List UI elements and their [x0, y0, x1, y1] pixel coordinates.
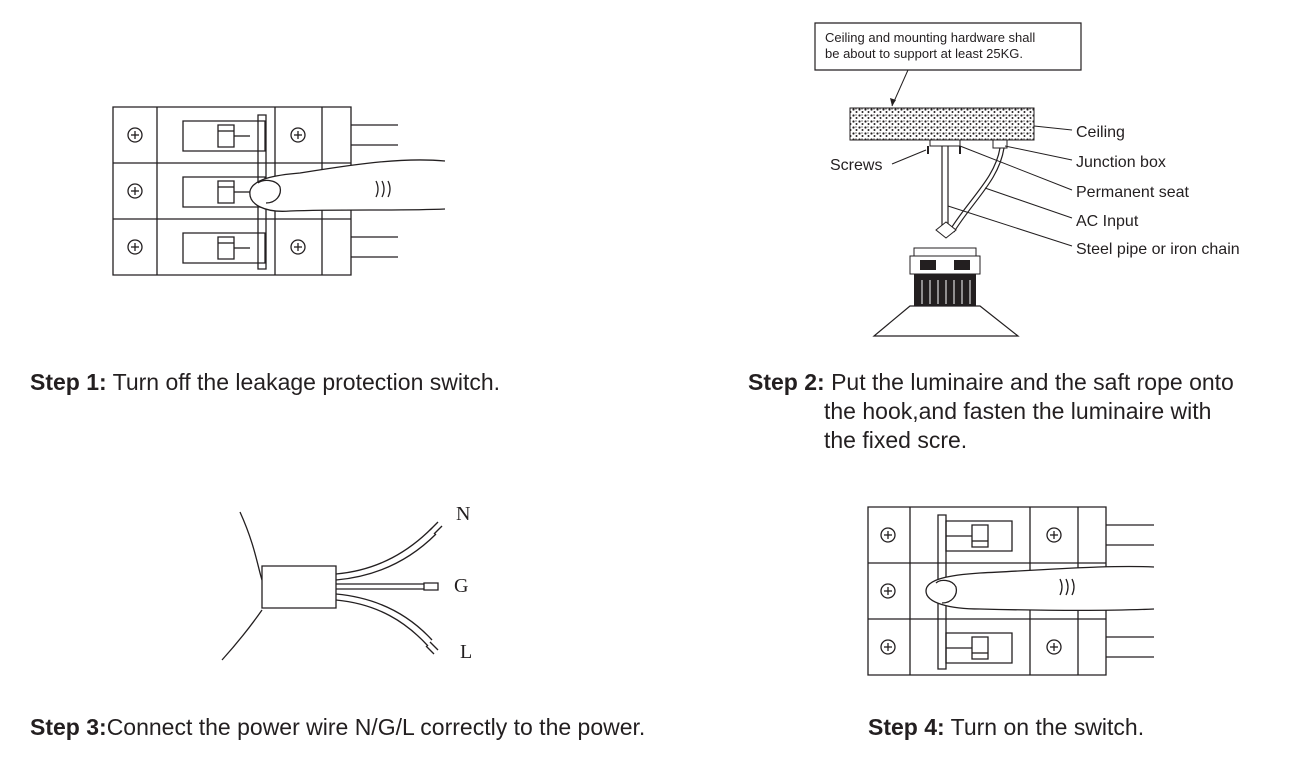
step3-wiring-figure: N G L — [210, 503, 472, 663]
step4-caption: Step 4: Turn on the switch. — [868, 713, 1144, 742]
callout-permanent-seat: Permanent seat — [1076, 184, 1190, 201]
wire-label-g: G — [454, 575, 468, 597]
step2-text-line3: the fixed scre. — [824, 427, 968, 453]
ceiling-slab — [850, 108, 1034, 140]
step3-label: Step 3: — [30, 714, 107, 740]
callout-steel-pipe: Steel pipe or iron chain — [1076, 241, 1240, 258]
step1-label: Step 1: — [30, 369, 107, 395]
step4-text: Turn on the switch. — [944, 714, 1145, 740]
wire-label-n: N — [456, 503, 470, 525]
step1-caption: Step 1: Turn off the leakage protection … — [30, 368, 500, 397]
step2-text-line2: the hook,and fasten the luminaire with — [824, 398, 1212, 424]
callout-screws: Screws — [830, 157, 882, 174]
callout-ac-input: AC Input — [1076, 213, 1139, 230]
step3-caption: Step 3:Connect the power wire N/G/L corr… — [30, 713, 645, 742]
load-note-box — [815, 23, 1081, 70]
step1-breaker-off-figure — [100, 95, 460, 285]
step3-text: Connect the power wire N/G/L correctly t… — [106, 714, 646, 740]
step2-ceiling-mount-figure: Ceiling and mounting hardware shall be a… — [810, 18, 1240, 348]
step4-breaker-on-figure — [860, 495, 1170, 685]
step2-caption: Step 2: Put the luminaire and the saft r… — [748, 368, 1234, 455]
step4-label: Step 4: — [868, 714, 945, 740]
callout-junction-box: Junction box — [1076, 154, 1166, 171]
wire-label-l: L — [460, 641, 472, 663]
callout-ceiling: Ceiling — [1076, 124, 1125, 141]
step1-text: Turn off the leakage protection switch. — [106, 369, 501, 395]
load-note-line2: be about to support at least 25KG. — [825, 46, 1023, 61]
load-note-line1: Ceiling and mounting hardware shall — [825, 30, 1035, 45]
step2-text-line1: Put the luminaire and the saft rope onto — [824, 369, 1234, 395]
step2-label: Step 2: — [748, 369, 825, 395]
